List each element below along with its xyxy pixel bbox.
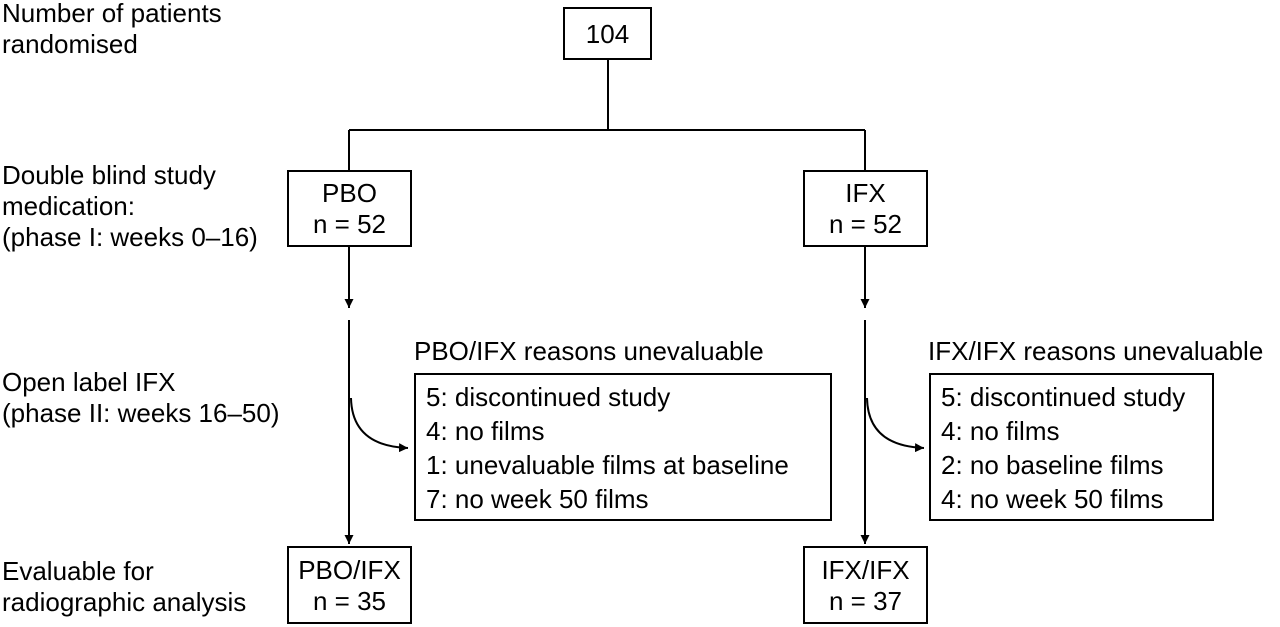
ifx-ifx-evaluable-box: IFX/IFX n = 37	[803, 546, 928, 624]
stage-label-line: radiographic analysis	[2, 587, 247, 617]
reason-item: 5: discontinued study	[426, 382, 671, 412]
stage-label-line: randomised	[2, 29, 138, 59]
reason-item: 1: unevaluable films at baseline	[426, 450, 789, 480]
ifx-arm-box: IFX n = 52	[803, 170, 928, 247]
stage-label-line: (phase II: weeks 16–50)	[2, 398, 280, 428]
stage-label-evaluable: Evaluable for radiographic analysis	[2, 556, 246, 618]
pbo-ifx-reasons-box: 5: discontinued study 4: no films 1: une…	[414, 373, 832, 521]
group-name: PBO/IFX	[298, 555, 401, 585]
group-count: n = 37	[828, 586, 902, 616]
reason-item: 4: no week 50 films	[941, 484, 1164, 514]
stage-label-randomised: Number of patients randomised	[2, 0, 222, 60]
reason-item: 7: no week 50 films	[426, 484, 649, 514]
group-count: n = 35	[312, 586, 386, 616]
stage-label-double-blind: Double blind study medication: (phase I:…	[2, 160, 258, 253]
pbo-ifx-reasons-heading: PBO/IFX reasons unevaluable	[414, 336, 764, 366]
group-name: IFX/IFX	[821, 555, 910, 585]
reason-item: 5: discontinued study	[941, 382, 1186, 412]
ifx-ifx-reasons-box: 5: discontinued study 4: no films 2: no …	[929, 373, 1214, 521]
arm-name: PBO	[322, 178, 377, 208]
stage-label-open-label: Open label IFX (phase II: weeks 16–50)	[2, 367, 280, 429]
stage-label-line: Open label IFX	[2, 367, 176, 397]
reason-item: 4: no films	[941, 416, 1060, 446]
arm-name: IFX	[845, 178, 886, 208]
ifx-exclusion-arrow	[866, 397, 925, 453]
pbo-exclusion-arrow	[350, 397, 409, 453]
arm-count: n = 52	[312, 209, 386, 239]
stage-label-line: Double blind study	[2, 160, 216, 190]
randomised-count: 104	[585, 19, 630, 49]
stage-label-line: medication:	[2, 191, 135, 221]
randomised-count-box: 104	[563, 7, 652, 60]
reason-item: 2: no baseline films	[941, 450, 1164, 480]
ifx-ifx-reasons-heading: IFX/IFX reasons unevaluable	[928, 336, 1264, 366]
arm-count: n = 52	[828, 209, 902, 239]
pbo-arm-box: PBO n = 52	[287, 170, 412, 247]
pbo-ifx-evaluable-box: PBO/IFX n = 35	[287, 546, 412, 624]
stage-label-line: Evaluable for	[2, 556, 154, 586]
stage-label-line: (phase I: weeks 0–16)	[2, 222, 258, 252]
reason-item: 4: no films	[426, 416, 545, 446]
stage-label-line: Number of patients	[2, 0, 222, 28]
